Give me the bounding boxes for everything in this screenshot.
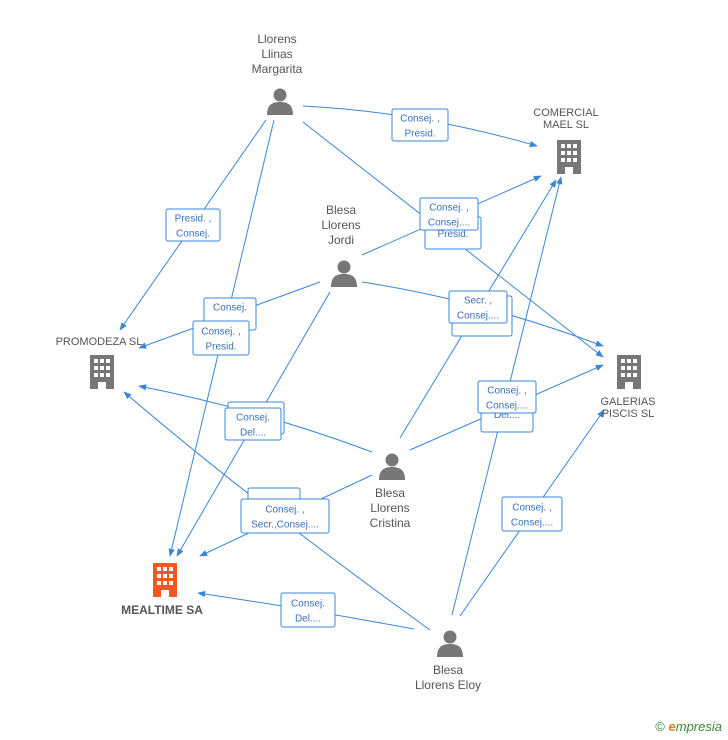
- node-label: Llinas: [261, 47, 292, 61]
- relation-box: [501, 496, 563, 532]
- relation-text: Secr.,Consej....: [251, 520, 319, 531]
- relation-label[interactable]: Secr. , Consej....: [448, 290, 508, 324]
- relation-box: [448, 290, 508, 324]
- relation-text: Consej. ,: [265, 505, 304, 516]
- relation-text: Del....: [295, 614, 321, 625]
- relation-text: Consej....: [428, 218, 470, 229]
- relation-label[interactable]: Consej. , Consej....: [419, 197, 479, 231]
- relation-text: Presid. ,: [175, 214, 212, 225]
- relation-box: [419, 197, 479, 231]
- node-label: Llorens: [370, 501, 409, 515]
- node-label: Cristina: [370, 516, 411, 530]
- relation-label[interactable]: Consej. Del....: [224, 407, 282, 441]
- relation-text: Consej. ,: [512, 503, 551, 514]
- relation-text: Consej. ,: [487, 386, 526, 397]
- relation-box: [192, 320, 250, 356]
- relation-label[interactable]: Presid. , Consej.: [165, 208, 221, 242]
- person-icon: [331, 260, 357, 287]
- relation-text: Consej. ,: [429, 203, 468, 214]
- relation-text: Consej.: [236, 413, 270, 424]
- relation-label[interactable]: Consej. Del....: [280, 592, 336, 628]
- relation-text: Presid.: [205, 342, 236, 353]
- relation-text: Del....: [494, 410, 520, 421]
- relation-text: Consej.: [291, 599, 325, 610]
- building-icon: [90, 355, 114, 389]
- node-label: Margarita: [252, 62, 303, 76]
- relation-box: [280, 592, 336, 628]
- relation-label[interactable]: Consej. , Secr.,Consej....: [240, 498, 330, 534]
- relation-text: Consej.: [176, 229, 210, 240]
- node-label: COMERCIAL: [533, 107, 598, 119]
- node-label: Llorens Eloy: [415, 678, 481, 692]
- node-label: Blesa: [433, 663, 463, 677]
- node-label: Blesa: [326, 203, 356, 217]
- relation-box: [224, 407, 282, 441]
- node-label: Jordi: [328, 233, 354, 247]
- relation-text: Consej....: [511, 518, 553, 529]
- brand-initial: e: [668, 719, 676, 734]
- person-icon: [437, 630, 463, 657]
- relation-text: Consej. ,: [201, 327, 240, 338]
- node-promodeza[interactable]: PROMODEZA SL: [56, 336, 143, 389]
- building-icon: [153, 563, 177, 597]
- node-label: PROMODEZA SL: [56, 336, 143, 348]
- relation-text: Consej....: [457, 311, 499, 322]
- node-label: Blesa: [375, 486, 405, 500]
- node-label: Llorens: [321, 218, 360, 232]
- person-icon: [379, 453, 405, 480]
- relation-text: Consej....: [486, 401, 528, 412]
- node-label: GALERIAS: [600, 396, 655, 408]
- relation-text: Presid.: [404, 129, 435, 140]
- relation-box: [391, 108, 449, 142]
- relation-labels: Consej. ,Presid.Presid. ,Consej.Presid.C…: [165, 108, 563, 628]
- building-icon: [617, 355, 641, 389]
- relation-text: Consej.: [213, 303, 247, 314]
- relation-box: [240, 498, 330, 534]
- relation-label[interactable]: Consej. , Presid.: [391, 108, 449, 142]
- relation-text: Presid.: [437, 229, 468, 240]
- node-label: MAEL SL: [543, 119, 589, 131]
- copyright-symbol: ©: [655, 719, 665, 734]
- node-label: Llorens: [257, 32, 296, 46]
- node-mealtime[interactable]: MEALTIME SA: [121, 563, 203, 617]
- footer-brand: © empresia: [655, 719, 722, 734]
- brand-name: mpresia: [675, 719, 722, 734]
- relation-text: Secr. ,: [464, 296, 492, 307]
- edges: [119, 105, 605, 631]
- relation-box: [477, 380, 537, 414]
- relation-label[interactable]: Consej. , Presid.: [192, 320, 250, 356]
- relation-text: Consej. ,: [400, 114, 439, 125]
- relation-label[interactable]: Consej. , Consej....: [477, 380, 537, 414]
- building-icon: [557, 140, 581, 174]
- person-icon: [267, 88, 293, 115]
- relation-box: [165, 208, 221, 242]
- node-label: MEALTIME SA: [121, 603, 203, 617]
- node-label: PISCIS SL: [602, 408, 655, 420]
- relation-text: Del....: [240, 428, 266, 439]
- relation-label[interactable]: Consej. , Consej....: [501, 496, 563, 532]
